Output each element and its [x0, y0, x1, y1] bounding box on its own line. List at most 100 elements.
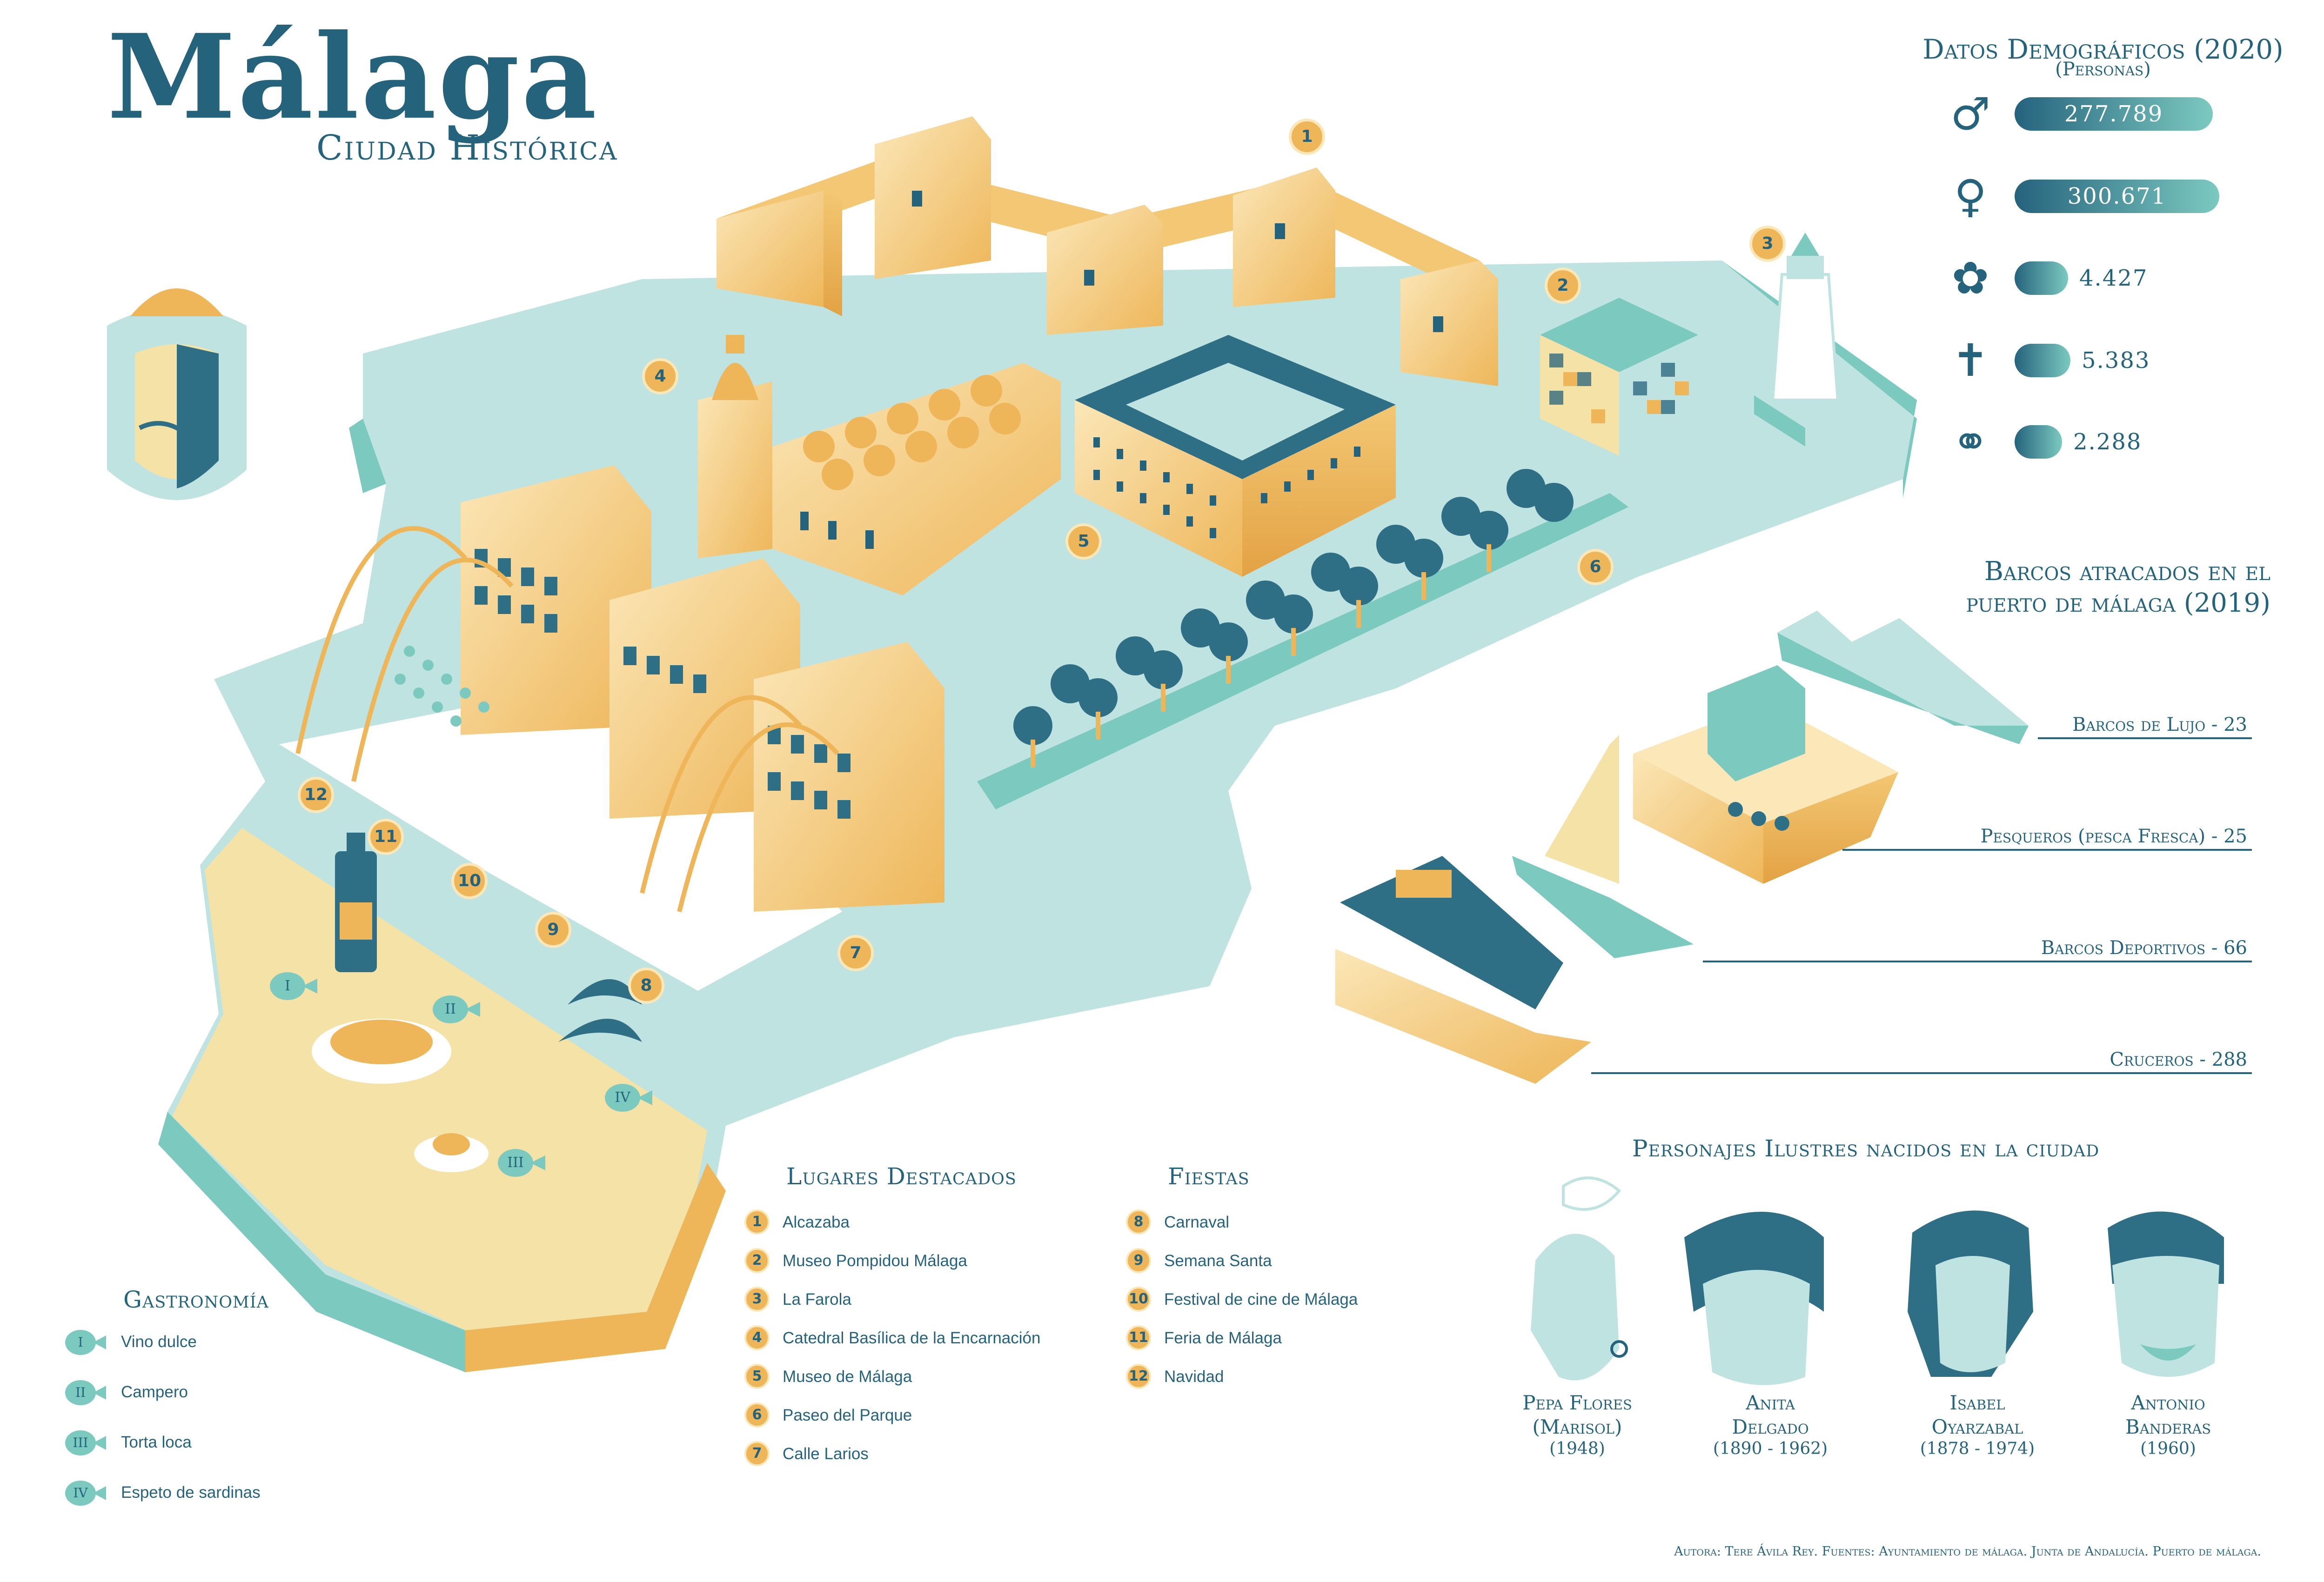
place-number-badge: 7 [744, 1441, 770, 1466]
person-anita-delgado: Anita Delgado (1890 - 1962) [1682, 1391, 1859, 1458]
gastronomy-item-ii: II Campero [65, 1378, 391, 1406]
gastronomy-label: Espeto de sardinas [121, 1483, 261, 1502]
map-fish-marker-iv: IV [605, 1084, 656, 1112]
places-item-5: 5 Museo de Málaga [744, 1364, 1098, 1392]
death-cross-icon: ✝ [1951, 334, 1989, 387]
fiestas-item-11: 11 Feria de Málaga [1126, 1325, 1424, 1353]
person-years: (1890 - 1962) [1713, 1439, 1828, 1458]
places-item-2: 2 Museo Pompidou Málaga [744, 1248, 1098, 1276]
place-label: Catedral Basílica de la Encarnación [783, 1329, 1041, 1347]
person-years: (1960) [2140, 1439, 2196, 1458]
demographics-value: 4.427 [2079, 265, 2148, 291]
person-name-line-1: Anita [1746, 1391, 1795, 1414]
person-isabel-oyarzabal: Isabel Oyarzabal (1878 - 1974) [1889, 1391, 2066, 1458]
map-fish-marker-iii: III [498, 1149, 549, 1177]
fish-badge-icon: IV [65, 1481, 109, 1506]
marriage-rings-icon: ⚭ [1951, 416, 1989, 468]
portrait-pepa-flores [1531, 1176, 1628, 1381]
fish-badge-icon: III [65, 1430, 109, 1455]
pompidou-cube-illustration [1540, 298, 1698, 456]
demographics-row-marriages: ⚭ 2.288 [1945, 419, 2298, 465]
places-item-6: 6 Paseo del Parque [744, 1402, 1098, 1430]
fiesta-label: Carnaval [1164, 1213, 1230, 1231]
demographics-bar [2015, 180, 2219, 213]
demographics-bar [2015, 261, 2068, 295]
boat-line-cruise [1591, 1072, 2252, 1074]
boat-label-sport: Barcos Deportivos - 66 [2041, 937, 2247, 959]
fish-badge-icon: II [65, 1380, 109, 1405]
place-label: Museo de Málaga [783, 1368, 912, 1386]
portrait-anita-delgado [1684, 1212, 1824, 1385]
paseo-del-parque-illustration [977, 469, 1628, 809]
person-name-line-1: Antonio [2131, 1391, 2205, 1414]
person-antonio-banderas: Antonio Banderas (1960) [2080, 1391, 2257, 1458]
place-label: La Farola [783, 1290, 851, 1308]
map-fish-marker-ii: II [433, 995, 484, 1023]
map-marker-10: 10 [451, 863, 488, 899]
page-title: Málaga [107, 8, 599, 145]
fiestas-item-8: 8 Carnaval [1126, 1209, 1424, 1237]
fiesta-label: Navidad [1164, 1368, 1224, 1386]
place-number-badge: 6 [744, 1402, 770, 1428]
fiesta-number-badge: 11 [1126, 1325, 1151, 1350]
alcazaba-illustration [717, 116, 1498, 386]
boat-label-fishing: Pesqueros (pesca Fresca) - 25 [1980, 826, 2247, 847]
person-years: (1948) [1549, 1439, 1605, 1458]
map-marker-5: 5 [1065, 523, 1102, 560]
gastronomy-title: Gastronomía [123, 1286, 269, 1313]
cathedral-illustration [698, 335, 1061, 595]
fiestas-title: Fiestas [1168, 1163, 1250, 1190]
demographics-row-female: ♀ 300.671 [1945, 173, 2298, 220]
demographics-value: 300.671 [2067, 183, 2167, 209]
portrait-isabel-oyarzabal [1908, 1210, 2033, 1377]
place-number-badge: 5 [744, 1364, 770, 1389]
cruise-ship-illustration [1335, 856, 1591, 1084]
person-name-line-2: Delgado [1732, 1415, 1809, 1438]
fiesta-label: Semana Santa [1164, 1252, 1272, 1270]
fiesta-label: Feria de Málaga [1164, 1329, 1282, 1347]
demographics-title: Datos Demográficos (2020) [1922, 33, 2284, 65]
map-marker-4: 4 [642, 358, 678, 394]
map-marker-2: 2 [1545, 267, 1581, 304]
coat-of-arms-illustration [107, 288, 247, 500]
gastronomy-label: Campero [121, 1383, 188, 1401]
place-label: Paseo del Parque [783, 1406, 912, 1424]
demographics-row-births: ✿ 4.427 [1945, 255, 2298, 301]
gastronomy-item-iv: IV Espeto de sardinas [65, 1479, 391, 1507]
person-years: (1878 - 1974) [1920, 1439, 2035, 1458]
place-number-badge: 2 [744, 1248, 770, 1273]
fiesta-number-badge: 9 [1126, 1248, 1151, 1273]
people-title: Personajes Ilustres nacidos en la ciudad [1632, 1135, 2100, 1162]
luxury-yacht-illustration [1777, 572, 2029, 744]
fiestas-item-9: 9 Semana Santa [1126, 1248, 1424, 1276]
place-label: Alcazaba [783, 1213, 850, 1231]
person-name-line-2: (Marisol) [1532, 1415, 1622, 1438]
portrait-antonio-banderas [2108, 1211, 2224, 1377]
map-marker-12: 12 [298, 777, 334, 813]
credits-footer: Autora: Tere Ávila Rey. Fuentes: Ayuntam… [1674, 1544, 2261, 1559]
boat-label-luxury: Barcos de Lujo - 23 [2072, 714, 2247, 735]
boat-line-luxury [2038, 737, 2252, 739]
fish-badge-icon: I [65, 1330, 109, 1355]
demographics-row-male: ♂ 277.789 [1945, 91, 2298, 137]
demographics-value: 5.383 [2082, 347, 2150, 374]
map-marker-7: 7 [837, 935, 874, 971]
place-label: Museo Pompidou Málaga [783, 1252, 967, 1270]
map-marker-9: 9 [535, 912, 571, 948]
demographics-bar [2015, 425, 2062, 459]
map-marker-8: 8 [628, 968, 664, 1004]
places-title: Lugares Destacados [786, 1163, 1017, 1190]
person-name-line-1: Pepa Flores [1522, 1391, 1632, 1414]
demographics-bar [2015, 97, 2213, 131]
birth-icon: ✿ [1951, 252, 1989, 304]
calle-larios-illustration [295, 465, 944, 913]
fiesta-number-badge: 8 [1126, 1209, 1151, 1235]
male-icon: ♂ [1950, 88, 1991, 140]
